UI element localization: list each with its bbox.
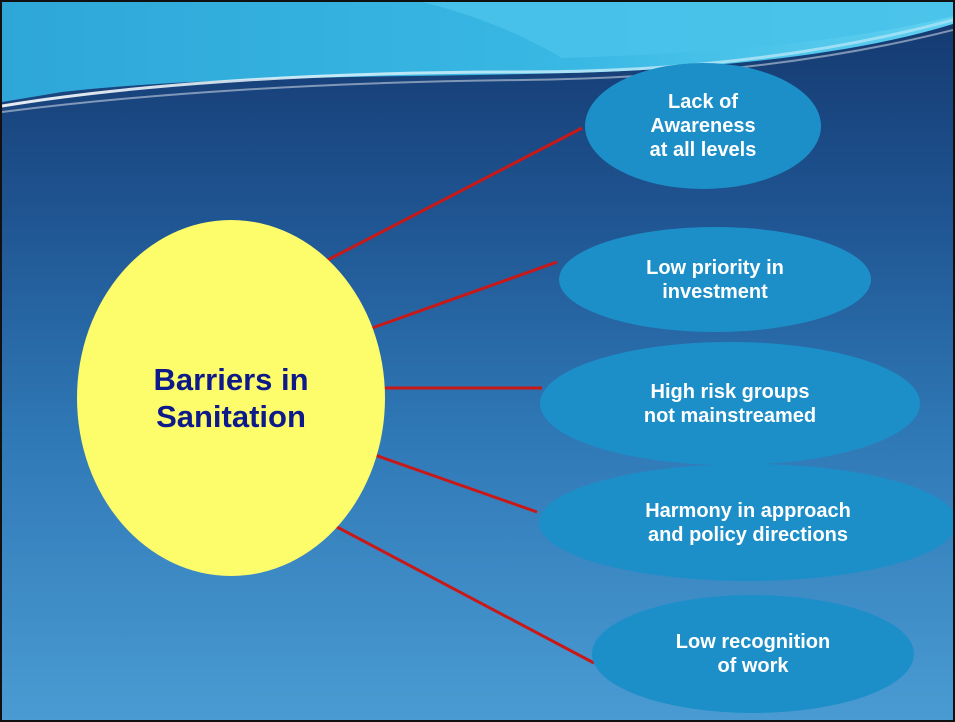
- barrier-node-label: High risk groups not mainstreamed: [643, 380, 817, 427]
- barrier-node-label: Lack of Awareness at all levels: [649, 91, 757, 161]
- barrier-node-harmony: Harmony in approach and policy direction…: [539, 464, 953, 581]
- connector-harmony: [371, 452, 538, 514]
- barrier-node-high-risk: High risk groups not mainstreamed: [540, 342, 920, 465]
- barrier-node-label: Harmony in approach and policy direction…: [645, 499, 851, 546]
- hub-title: Barriers in Sanitation: [153, 362, 309, 434]
- barrier-node-awareness: Lack of Awareness at all levels: [585, 63, 821, 189]
- connector-priority: [371, 260, 558, 330]
- barrier-node-label: Low recognition of work: [675, 631, 831, 677]
- barrier-node-label: Low priority in investment: [646, 256, 784, 303]
- connector-awareness: [319, 126, 583, 266]
- barrier-node-priority: Low priority in investment: [559, 227, 871, 332]
- decorative-wave: [2, 2, 953, 113]
- barriers-hub: Barriers in Sanitation: [77, 220, 385, 576]
- barrier-node-recognition: Low recognition of work: [592, 595, 914, 713]
- connector-recognition: [319, 516, 595, 665]
